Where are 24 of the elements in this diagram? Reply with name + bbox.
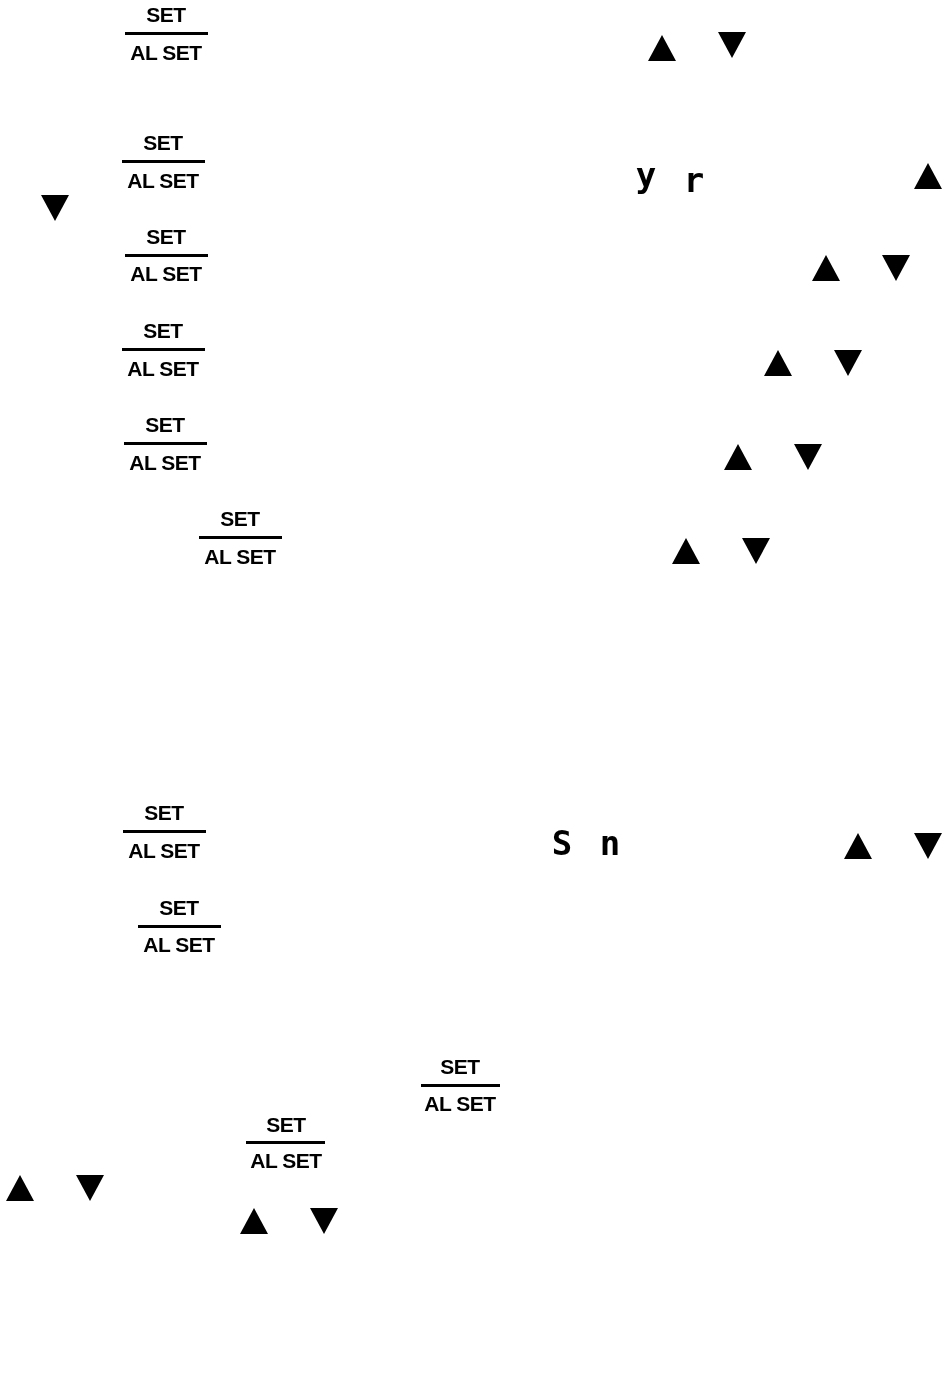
key-label: AL SET	[127, 169, 199, 191]
key-label: AL SET	[128, 839, 200, 861]
key-label: AL SET	[250, 1149, 322, 1171]
key-label: SET	[143, 319, 183, 341]
key-label: SET	[146, 225, 186, 247]
key-label: SET	[146, 3, 186, 25]
key-label: SET	[266, 1113, 306, 1135]
segment-display-character: r	[683, 163, 705, 197]
key-label: AL SET	[424, 1092, 496, 1114]
key-label: AL SET	[130, 262, 202, 284]
key-label: SET	[220, 507, 260, 529]
key-label: SET	[143, 131, 183, 153]
key-label: AL SET	[129, 451, 201, 473]
key-label: SET	[145, 413, 185, 435]
key-label: AL SET	[143, 933, 215, 955]
key-label: AL SET	[130, 41, 202, 63]
key-label: SET	[144, 801, 184, 823]
key-label: SET	[440, 1055, 480, 1077]
key-label: AL SET	[127, 357, 199, 379]
key-label: AL SET	[204, 545, 276, 567]
segment-display-character: S	[551, 826, 573, 860]
key-label: SET	[159, 896, 199, 918]
segment-display-character: y	[635, 158, 657, 192]
segment-display-character: n	[599, 826, 621, 860]
